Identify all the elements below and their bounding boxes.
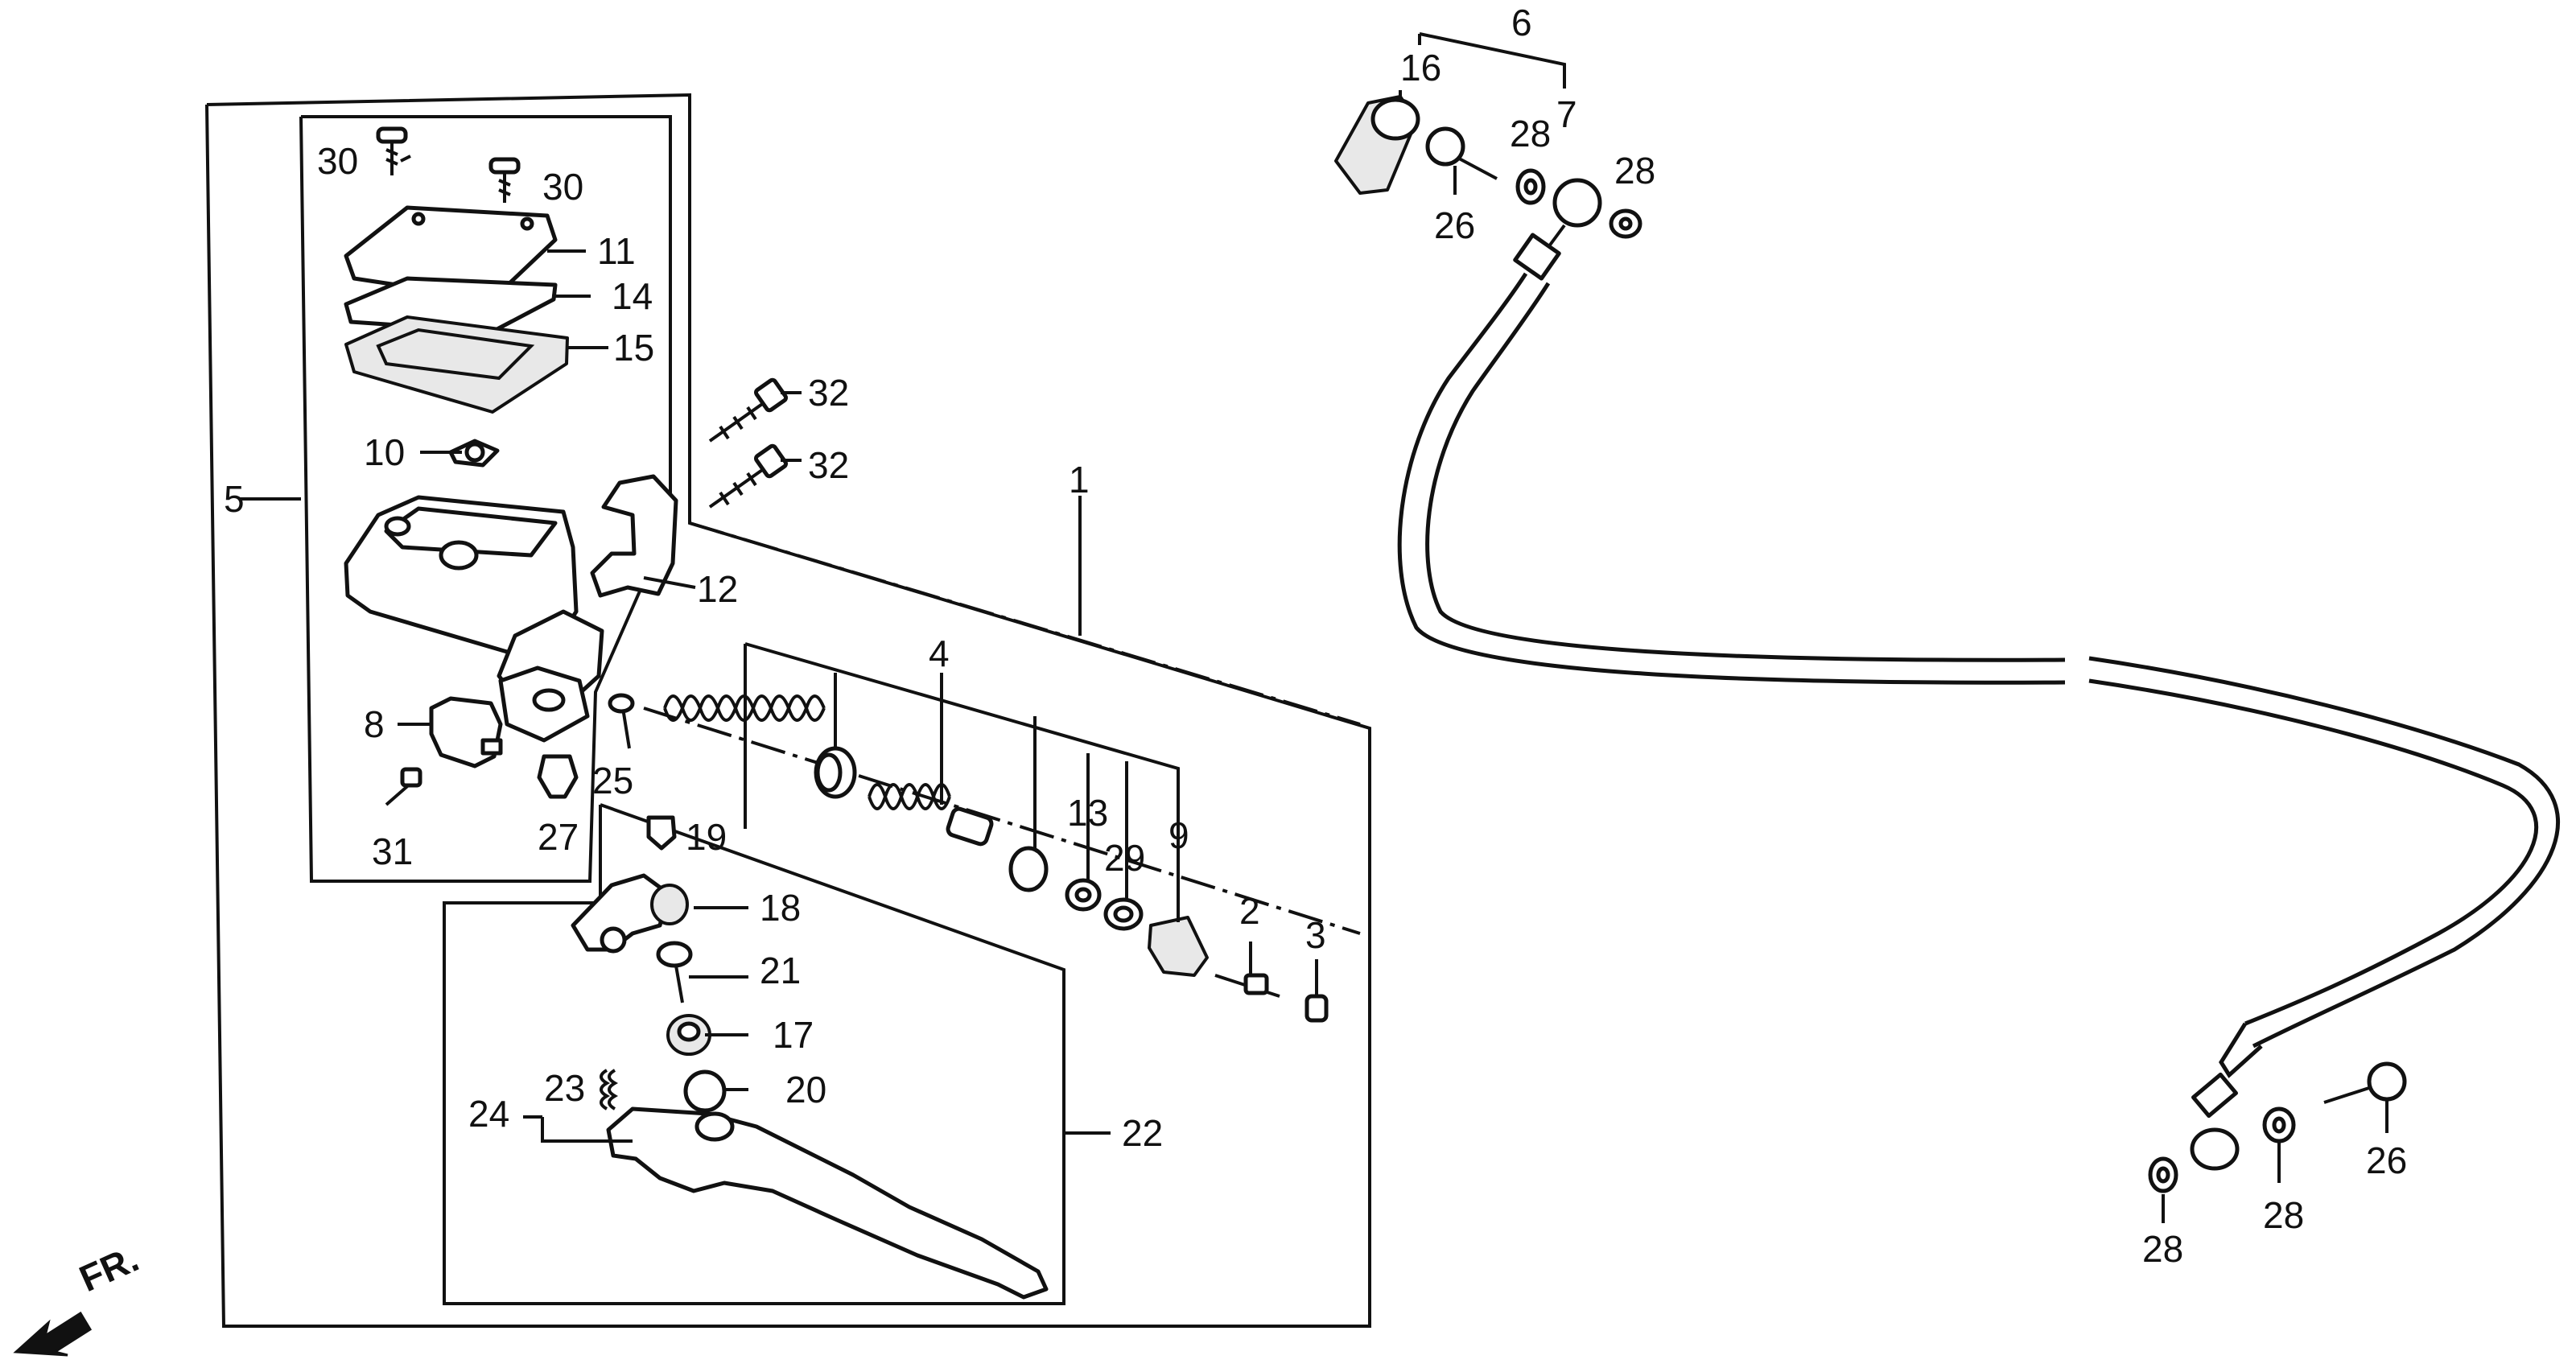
assembly-1-boundary	[205, 93, 1371, 1328]
switch-8	[429, 696, 503, 768]
label-32-b: 32	[808, 444, 849, 486]
washer-28-bottom-a	[2148, 1156, 2178, 1193]
banjo-fitting-7	[1513, 178, 1602, 281]
label-12: 12	[697, 568, 738, 610]
pivot-19	[646, 815, 677, 851]
label-28-d: 28	[2142, 1228, 2183, 1270]
label-15: 15	[613, 327, 654, 369]
reservoir-cap-11	[344, 205, 558, 302]
screw-25	[608, 693, 635, 749]
washer-4-set	[1008, 846, 1102, 912]
label-7: 7	[1556, 93, 1577, 135]
washer-28-bottom-b	[2262, 1106, 2296, 1143]
adjuster-18	[571, 873, 689, 954]
screw-30-left	[376, 126, 408, 175]
label-5: 5	[224, 478, 245, 520]
holder-12	[590, 474, 678, 598]
front-arrow: FR.	[13, 1237, 145, 1357]
collar-20	[683, 1069, 727, 1113]
label-29: 29	[1104, 837, 1145, 879]
piston	[868, 783, 994, 847]
cap-plate-14	[344, 276, 558, 334]
label-26-a: 26	[1434, 204, 1475, 246]
label-26-b: 26	[2366, 1139, 2407, 1181]
spring-23	[600, 1069, 619, 1110]
cup	[814, 746, 857, 799]
label-25: 25	[592, 760, 633, 801]
label-21: 21	[760, 950, 801, 991]
clip-10	[448, 439, 500, 468]
label-1: 1	[1069, 459, 1090, 501]
part-labels: 1 4 5 6 16 7 28 28 26 30 30 11 14 15 32 …	[224, 2, 2407, 1270]
reservoir-assembly-5-boundary	[299, 115, 672, 883]
label-24: 24	[468, 1093, 509, 1135]
nut-3	[1304, 994, 1329, 1023]
label-4: 4	[929, 632, 950, 674]
screw-21	[656, 941, 693, 1003]
washer-28-top-a	[1515, 168, 1546, 205]
label-28-b: 28	[1614, 150, 1655, 192]
label-30-a: 30	[317, 140, 358, 182]
leader-lines	[240, 32, 2388, 1223]
label-3: 3	[1305, 914, 1326, 956]
clutch-lever	[606, 1106, 1049, 1300]
label-14: 14	[612, 275, 653, 317]
label-19: 19	[686, 816, 727, 858]
boot-9	[1148, 916, 1209, 977]
bolt-26-top	[1425, 126, 1498, 180]
label-23: 23	[544, 1067, 585, 1109]
banjo-fitting-bottom	[2190, 1072, 2240, 1171]
label-11: 11	[597, 230, 636, 272]
knob-17	[666, 1014, 711, 1056]
label-13: 13	[1067, 792, 1108, 834]
front-label: FR.	[73, 1237, 145, 1300]
screw-31	[385, 767, 422, 806]
label-8: 8	[364, 703, 385, 745]
label-20: 20	[785, 1069, 826, 1110]
push-rod-2	[1214, 973, 1280, 998]
bolt-26-bottom	[2323, 1061, 2407, 1104]
label-32-a: 32	[808, 372, 849, 414]
label-30-b: 30	[542, 166, 583, 208]
washer-28-top-b	[1609, 208, 1642, 239]
screw-30-right	[488, 157, 521, 203]
piston-kit-boundary	[643, 521, 1361, 935]
master-cylinder-body	[344, 495, 604, 743]
label-22: 22	[1122, 1112, 1163, 1154]
label-10: 10	[364, 431, 405, 473]
label-9: 9	[1168, 814, 1189, 856]
label-16: 16	[1400, 47, 1441, 89]
label-2: 2	[1239, 890, 1260, 932]
label-27: 27	[538, 816, 579, 858]
label-28-c: 28	[2263, 1194, 2304, 1236]
bolt-32-upper	[708, 377, 789, 443]
clutch-hose-6	[1397, 272, 2560, 1078]
banjo-bolt-16	[1334, 95, 1420, 195]
diaphragm-15	[344, 315, 569, 414]
label-6: 6	[1511, 2, 1532, 43]
circlip-29	[1103, 897, 1144, 931]
label-31: 31	[372, 830, 413, 872]
boot-27	[537, 754, 579, 799]
label-28-a: 28	[1510, 113, 1551, 155]
bolt-32-lower	[708, 443, 789, 509]
label-17: 17	[773, 1014, 814, 1056]
label-18: 18	[760, 887, 801, 929]
